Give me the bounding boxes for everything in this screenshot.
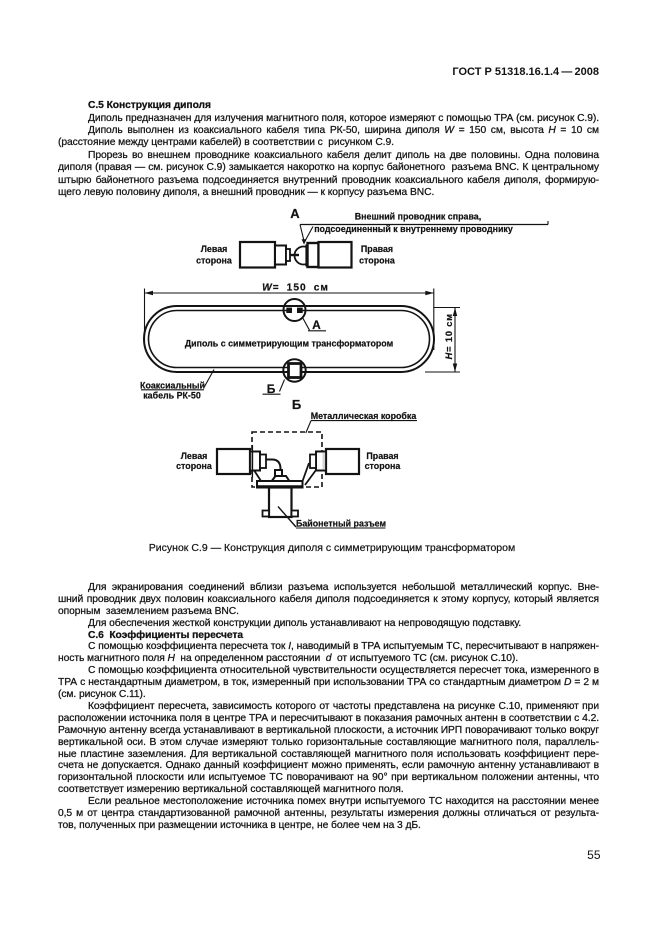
svg-text:Правая: Правая xyxy=(366,451,398,461)
svg-text:сторона: сторона xyxy=(176,461,212,471)
svg-text:сторона: сторона xyxy=(359,256,395,266)
svg-text:А: А xyxy=(290,206,300,221)
svg-text:Коаксиальный: Коаксиальный xyxy=(140,381,205,391)
svg-text:Металлическая коробка: Металлическая коробка xyxy=(311,411,417,421)
svg-text:Диполь с симметрирующим трансф: Диполь с симметрирующим трансформатором xyxy=(185,339,393,349)
svg-text:Байонетный разъем: Байонетный разъем xyxy=(296,519,386,529)
svg-text:сторона: сторона xyxy=(196,256,232,266)
svg-text:сторона: сторона xyxy=(365,461,401,471)
svg-text:Внешний проводник справа,: Внешний проводник справа, xyxy=(355,212,481,222)
svg-text:Левая: Левая xyxy=(201,244,228,254)
svg-text:подсоединенный к внутреннему п: подсоединенный к внутреннему проводнику xyxy=(314,224,513,234)
svg-text:А: А xyxy=(312,318,321,332)
svg-text:H= 10 см: H= 10 см xyxy=(444,313,454,359)
svg-text:Б: Б xyxy=(292,397,301,412)
svg-text:кабель РК-50: кабель РК-50 xyxy=(143,391,201,401)
svg-text:W= 150 см: W= 150 см xyxy=(262,283,329,294)
svg-text:Б: Б xyxy=(267,382,276,396)
svg-text:Правая: Правая xyxy=(361,244,393,254)
svg-text:Левая: Левая xyxy=(181,451,208,461)
